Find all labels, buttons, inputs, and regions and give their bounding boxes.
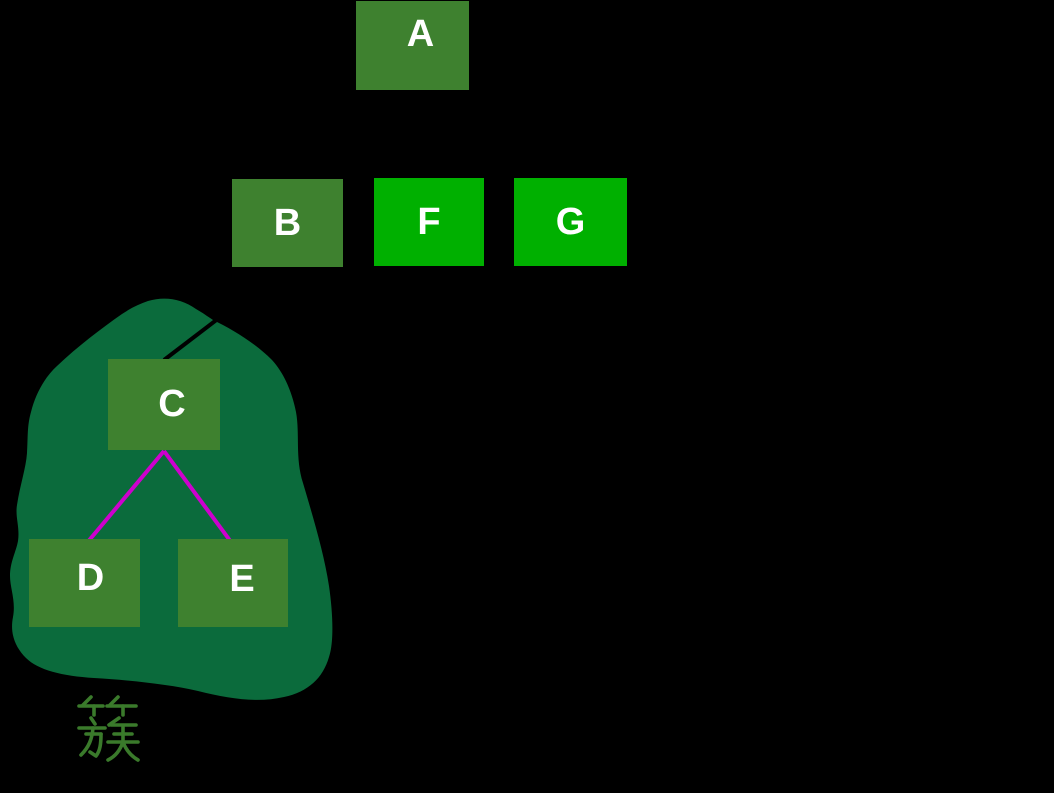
- node-e-label: E: [229, 557, 255, 600]
- cluster-caption: 簇: [76, 694, 140, 762]
- node-b: B: [232, 179, 343, 267]
- cluster-glyph-icon: [77, 695, 140, 762]
- node-d: D: [29, 539, 140, 627]
- node-f: F: [374, 178, 484, 266]
- edge-c-e: [162, 449, 236, 548]
- node-a: A: [356, 1, 469, 90]
- node-d-label: D: [76, 556, 105, 599]
- node-a-label: A: [406, 13, 435, 55]
- node-e: E: [178, 539, 288, 627]
- node-g-label: G: [555, 200, 586, 243]
- edge-b-c: [162, 264, 289, 362]
- node-f-label: F: [417, 200, 441, 243]
- node-c-label: C: [158, 383, 186, 425]
- edge-c-d: [84, 449, 166, 546]
- node-g: G: [514, 178, 627, 266]
- node-b-label: B: [273, 201, 302, 244]
- node-c: C: [108, 359, 220, 450]
